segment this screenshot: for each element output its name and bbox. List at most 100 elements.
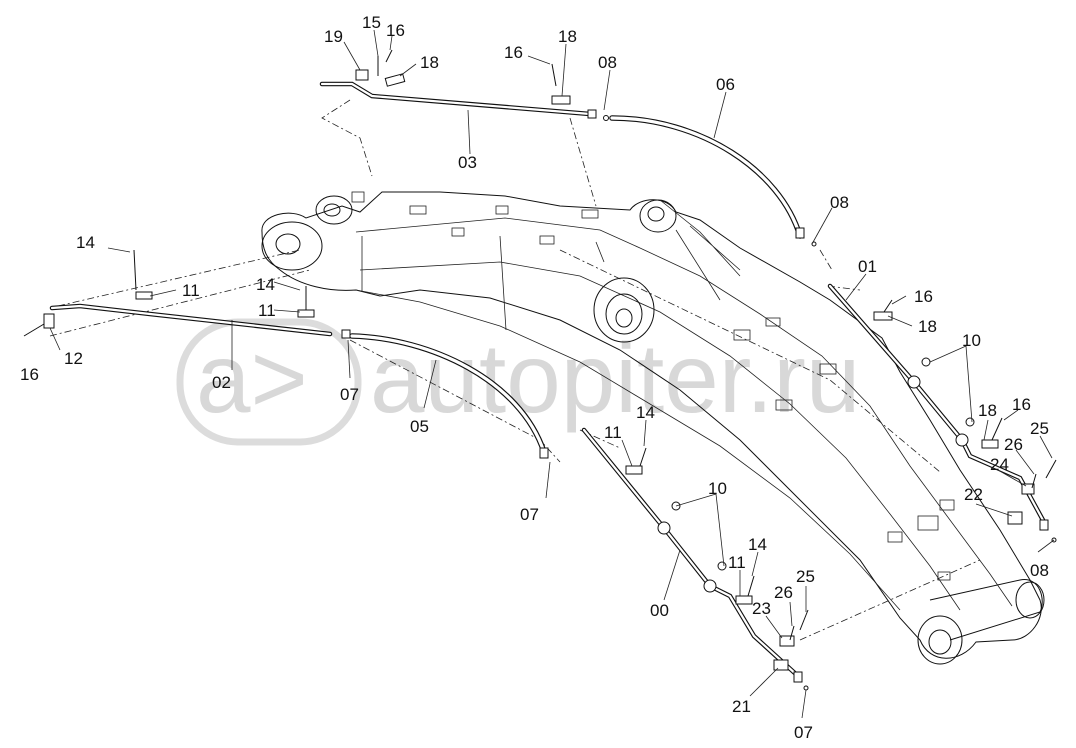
bolt-25-b	[799, 609, 809, 631]
boom-foot-boss-right	[315, 195, 353, 225]
clamp-18-top-right	[551, 95, 571, 105]
boom-bottom-edge	[355, 289, 901, 611]
boom-web-line	[361, 235, 605, 331]
callout-03: 03	[458, 153, 477, 172]
boom-arm-foot-pin-hole	[928, 629, 952, 655]
dashline-pipe02	[49, 249, 311, 337]
callout-10: 10	[962, 331, 981, 350]
pipe-03	[319, 81, 593, 117]
bolt-16-left	[23, 323, 45, 337]
boom-center-boss-inner	[605, 293, 643, 335]
collar-00-b	[703, 579, 717, 593]
callout-11: 11	[728, 553, 746, 572]
callout-23: 23	[752, 599, 771, 618]
bolt-26-a	[1031, 473, 1037, 489]
callout-19: 19	[324, 27, 343, 46]
clamp-11-c	[625, 465, 643, 475]
callout-16: 16	[20, 365, 39, 384]
boom-arm-foot-pin	[917, 615, 963, 665]
callout-11: 11	[182, 281, 200, 300]
callout-14: 14	[636, 403, 655, 422]
clamp-11-mid	[297, 309, 315, 318]
boom-top-plate	[355, 217, 1013, 607]
boom-foot-hole-right	[323, 203, 341, 217]
clamp-23	[779, 635, 795, 647]
dashline-01-boom	[819, 249, 861, 291]
bolt-14-a	[133, 249, 137, 291]
clamps	[43, 69, 1035, 671]
clamp-21	[773, 659, 789, 671]
callout-26: 26	[774, 583, 793, 602]
bolt-14-c	[639, 447, 647, 467]
dashline-pipe03	[321, 99, 373, 177]
hose-05	[349, 333, 547, 455]
boom-outline	[261, 191, 1042, 659]
collar-01-b	[955, 433, 969, 447]
clamp-24	[1021, 483, 1035, 495]
boom-pads	[351, 191, 955, 581]
fitting-07-left	[341, 329, 351, 339]
boom-arm-foot	[929, 579, 1043, 641]
fittings	[341, 109, 1057, 691]
bolt-16-top	[385, 49, 393, 63]
boom-arm-foot-boss-right	[1015, 581, 1045, 619]
clamp-18-lower	[981, 439, 999, 449]
callout-00: 00	[650, 601, 669, 620]
callout-18: 18	[978, 401, 997, 420]
bolt-26-b	[789, 625, 795, 641]
bolt-16-top-right	[551, 63, 557, 87]
callout-16: 16	[504, 43, 523, 62]
dashline-03-boom	[569, 117, 597, 207]
watermark-logo-symbol: a>	[196, 323, 308, 433]
boom-top-boss-hole	[647, 206, 665, 222]
clamp-22	[1007, 511, 1023, 525]
callout-07: 07	[794, 723, 813, 742]
callout-24: 24	[990, 455, 1009, 474]
callout-16: 16	[386, 21, 405, 40]
boom-center-boss-hole	[615, 308, 633, 328]
callout-07: 07	[340, 385, 359, 404]
dashline-00-boom	[579, 429, 981, 641]
callout-08: 08	[830, 193, 849, 212]
dashline-01-lower	[559, 249, 941, 473]
callout-08: 08	[598, 53, 617, 72]
fitting-07-dot	[803, 685, 809, 691]
callout-14: 14	[748, 535, 767, 554]
callout-15: 15	[362, 13, 381, 32]
watermark: a> autopiter.ru	[176, 318, 860, 446]
callout-25: 25	[1030, 419, 1049, 438]
bolt-14-d	[747, 575, 755, 597]
callout-10: 10	[708, 479, 727, 498]
fitting-08-top	[587, 109, 597, 119]
callout-11: 11	[604, 423, 622, 442]
callout-02: 02	[212, 373, 231, 392]
hose-06	[609, 115, 803, 239]
collar-00-a	[657, 521, 671, 535]
boom-foot-boss-left	[261, 221, 323, 271]
boom-top-boss	[639, 199, 677, 233]
bolts	[23, 49, 1057, 641]
collar-01-a	[907, 375, 921, 389]
boom-top-bracket	[659, 199, 741, 301]
callout-leaders	[49, 29, 1055, 719]
callout-01: 01	[858, 257, 877, 276]
clamp-12	[43, 313, 55, 329]
callout-12: 12	[64, 349, 83, 368]
callout-11: 11	[258, 301, 276, 320]
boom-side-plate	[359, 261, 961, 611]
pipe-02	[49, 303, 333, 337]
fitting-00-end	[793, 671, 803, 683]
callout-22: 22	[964, 485, 983, 504]
bolt-25-a	[1045, 459, 1057, 479]
callout-06: 06	[716, 75, 735, 94]
callout-21: 21	[732, 697, 751, 716]
callout-05: 05	[410, 417, 429, 436]
callout-16: 16	[1012, 395, 1031, 414]
bolt-16-lower	[991, 417, 1003, 441]
watermark-logo-box	[176, 318, 362, 446]
callout-25: 25	[796, 567, 815, 586]
fitting-08-dot	[603, 115, 609, 121]
callout-18: 18	[420, 53, 439, 72]
fitting-05-end	[539, 447, 549, 459]
